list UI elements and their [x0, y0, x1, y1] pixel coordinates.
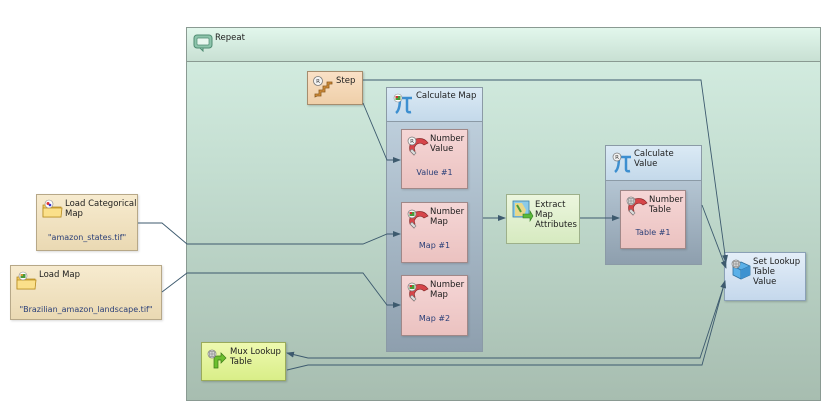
- load-categorical-map-filename: "amazon_states.tif": [47, 233, 127, 242]
- step-node[interactable]: R Step: [307, 71, 363, 105]
- svg-text:R: R: [410, 139, 414, 145]
- mux-lookup-table-node[interactable]: Mux Lookup Table: [201, 342, 286, 381]
- folder-icon: [16, 271, 37, 290]
- step-title: Step: [336, 76, 356, 86]
- set-lookup-table-value-title: Set Lookup Table Value: [753, 257, 800, 287]
- load-map-node[interactable]: Load Map "Brazilian_amazon_landscape.tif…: [10, 265, 162, 320]
- number-table-title: Number Table: [649, 195, 683, 215]
- title-line-1: Mux Lookup: [230, 347, 281, 357]
- calculate-map-header[interactable]: Calculate Map: [387, 88, 482, 122]
- title-line-1: Load Categorical: [65, 199, 137, 209]
- extract-map-attributes-node[interactable]: Extract Map Attributes: [506, 194, 580, 244]
- extract-map-attributes-title: Extract Map Attributes: [535, 200, 577, 230]
- number-map-2-input-node[interactable]: Number Map Map #2: [401, 275, 468, 336]
- set-lookup-table-value-node[interactable]: Set Lookup Table Value: [724, 252, 806, 301]
- svg-text:R: R: [615, 155, 619, 161]
- number-map-1-label: Map #1: [418, 241, 451, 250]
- title-line-1: Number: [430, 134, 465, 144]
- number-table-label: Table #1: [635, 228, 671, 237]
- load-map-filename: "Brazilian_amazon_landscape.tif": [19, 305, 153, 314]
- pi-icon: [393, 93, 412, 114]
- title-line-1: Extract: [535, 200, 566, 210]
- title-line-1: Set Lookup: [753, 257, 801, 267]
- title-line-1: Number: [430, 207, 465, 217]
- calculate-map-title: Calculate Map: [416, 91, 477, 101]
- title-line-1: Calculate: [634, 149, 674, 159]
- magnet-icon: [626, 196, 648, 216]
- load-map-title: Load Map: [39, 270, 81, 280]
- pi-icon: R: [612, 152, 631, 173]
- number-value-title: Number Value: [430, 134, 464, 154]
- mux-lookup-table-title: Mux Lookup Table: [230, 347, 281, 367]
- title-line-2: Map: [535, 210, 553, 220]
- number-value-label: Value #1: [416, 168, 453, 177]
- title-line-3: Value: [753, 277, 777, 287]
- title-line-2: Table: [753, 267, 775, 277]
- number-value-input-node[interactable]: R Number Value Value #1: [401, 129, 468, 189]
- title-line-2: Table: [230, 357, 252, 367]
- load-categorical-map-title: Load Categorical Map: [65, 199, 137, 219]
- title-line-2: Map: [65, 209, 83, 219]
- magnet-icon: [407, 209, 429, 229]
- title-line-3: Attributes: [535, 220, 577, 230]
- calculate-value-title: Calculate Value: [634, 149, 674, 169]
- number-map-1-title: Number Map: [430, 207, 464, 227]
- map-extract-icon: [512, 200, 534, 222]
- number-map-2-label: Map #2: [418, 314, 451, 323]
- calculate-value-header[interactable]: R Calculate Value: [606, 146, 701, 181]
- number-map-2-title: Number Map: [430, 280, 464, 300]
- title-line-1: Number: [649, 195, 684, 205]
- cube-icon: [731, 259, 751, 280]
- number-table-input-node[interactable]: Number Table Table #1: [620, 190, 686, 249]
- title-line-1: Number: [430, 280, 465, 290]
- title-line-2: Value: [634, 159, 658, 169]
- magnet-icon: [407, 282, 429, 302]
- title-line-2: Table: [649, 205, 671, 215]
- repeat-icon: [193, 34, 213, 52]
- magnet-icon: R: [407, 136, 429, 156]
- title-line-2: Map: [430, 290, 448, 300]
- title-line-2: Map: [430, 217, 448, 227]
- step-icon: R: [313, 76, 333, 98]
- repeat-header[interactable]: Repeat: [187, 28, 820, 62]
- repeat-title: Repeat: [215, 33, 245, 43]
- title-line-2: Value: [430, 144, 454, 154]
- load-categorical-map-node[interactable]: Load Categorical Map "amazon_states.tif": [36, 194, 138, 251]
- folder-icon: [42, 199, 63, 218]
- mux-icon: [207, 349, 227, 369]
- svg-text:R: R: [316, 79, 320, 85]
- number-map-1-input-node[interactable]: Number Map Map #1: [401, 202, 468, 263]
